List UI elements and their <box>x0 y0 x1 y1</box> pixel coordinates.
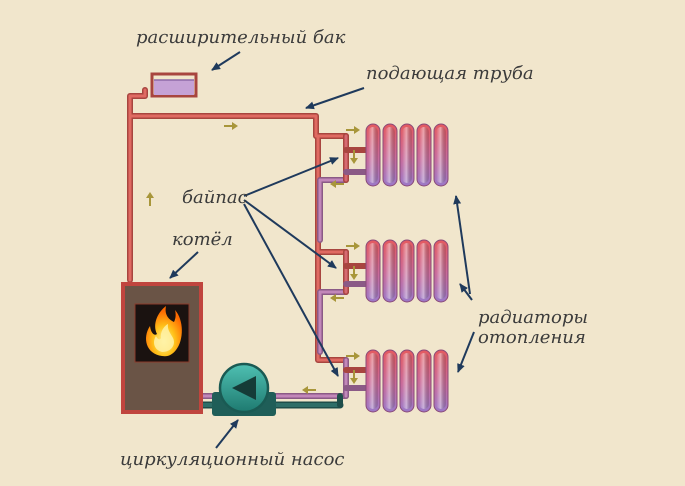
radiator-section-highlight <box>436 127 446 183</box>
flow-arrow <box>350 150 358 164</box>
pointer-arrows <box>169 51 475 449</box>
supply-pipes <box>127 87 349 363</box>
flow-arrow <box>330 180 344 188</box>
radiator-section-highlight <box>385 353 395 409</box>
radiator-section-highlight <box>385 243 395 299</box>
pump-label: циркуляционный насос <box>120 449 345 470</box>
radiators-label-line2: отопления <box>478 327 586 348</box>
pointer-arrow-pump <box>215 419 239 449</box>
pointer-arrow-tank <box>211 51 241 71</box>
flow-arrow <box>346 352 360 360</box>
flow-arrow <box>350 266 358 280</box>
radiator-section-highlight <box>385 127 395 183</box>
return-pipes <box>197 177 349 399</box>
pump-icon <box>212 362 276 416</box>
pointer-arrow-bypass-2 <box>243 199 337 269</box>
flow-arrow <box>146 192 154 206</box>
pointer-arrow-bypass-1 <box>243 157 339 197</box>
expansion-tank-label: расширительный бак <box>136 27 346 48</box>
flow-arrow <box>302 386 316 394</box>
radiator-section-highlight <box>368 127 378 183</box>
boiler-icon <box>121 282 203 414</box>
pointer-arrow-radiator-1 <box>453 195 471 295</box>
radiator-section-highlight <box>368 353 378 409</box>
expansion-tank-icon <box>150 72 198 98</box>
radiator-section-highlight <box>419 243 429 299</box>
pointer-arrow-bypass-3 <box>243 203 339 377</box>
radiator-icon <box>365 123 449 187</box>
radiators <box>365 123 449 413</box>
radiator-section-highlight <box>436 243 446 299</box>
supply-pipe-label: подающая труба <box>366 63 534 84</box>
boiler-label: котёл <box>172 229 233 250</box>
flow-arrows <box>146 122 360 394</box>
pointer-arrow-radiator-3 <box>457 331 475 373</box>
radiator-icon <box>365 349 449 413</box>
radiator-section-highlight <box>419 353 429 409</box>
flow-arrow <box>350 370 358 384</box>
radiator-section-highlight <box>402 243 412 299</box>
flow-arrow <box>330 294 344 302</box>
radiator-section-highlight <box>368 243 378 299</box>
radiator-icon <box>365 239 449 303</box>
flow-arrow <box>224 122 238 130</box>
radiator-section-highlight <box>436 353 446 409</box>
flame-icon <box>146 306 182 357</box>
bypass-label: байпас <box>182 187 248 208</box>
pointer-arrow-radiator-2 <box>459 283 473 301</box>
radiator-section-highlight <box>402 353 412 409</box>
pointer-arrow-boiler <box>169 251 199 279</box>
radiator-section-highlight <box>419 127 429 183</box>
radiator-section-highlight <box>402 127 412 183</box>
flow-arrow <box>346 126 360 134</box>
flow-arrow <box>346 242 360 250</box>
pointer-arrow-supply <box>305 87 365 110</box>
radiators-label-line1: радиаторы <box>478 307 589 328</box>
